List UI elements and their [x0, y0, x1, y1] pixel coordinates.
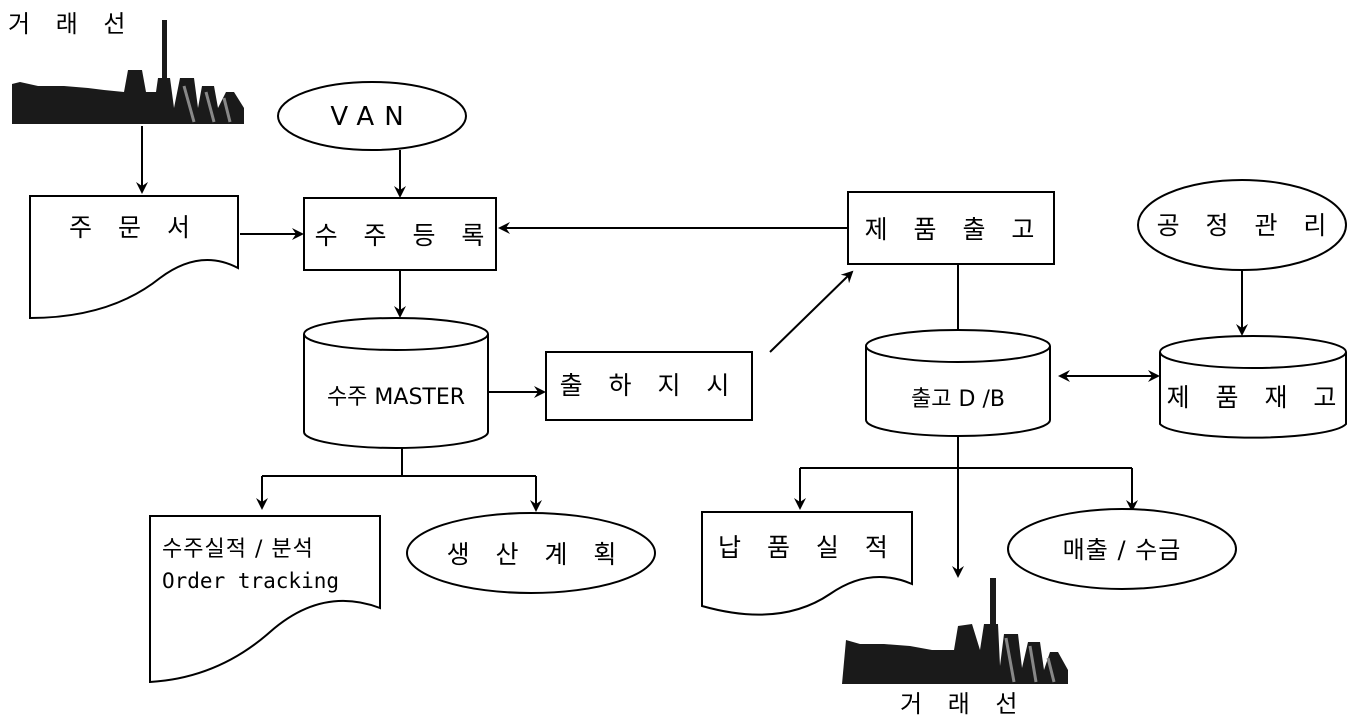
delivery-results-label: 납 품 실 적: [718, 533, 897, 562]
bottom-partner-label: 거 래 선: [900, 690, 1027, 718]
delivery-results-document: 납 품 실 적: [701, 511, 913, 616]
order-form-document: 주 문 서: [29, 195, 239, 320]
factory-icon: [12, 20, 244, 124]
master-branch-connector: [256, 448, 542, 512]
sales-collection-node: 매출 / 수금: [1007, 508, 1237, 590]
arrow-shipment-to-release: [769, 270, 854, 353]
order-registration-label: 수 주 등 록: [315, 221, 494, 250]
sales-collection-label: 매출 / 수금: [1063, 536, 1182, 564]
order-results-document: 수주실적 / 분석 Order tracking: [149, 515, 381, 684]
van-label: VAN: [330, 102, 413, 132]
product-inventory-label: 제 품 재 고: [1167, 383, 1346, 412]
product-release-process: 제 품 출 고: [847, 191, 1055, 265]
product-release-label: 제 품 출 고: [865, 215, 1044, 244]
production-plan-label: 생 산 계 획: [447, 540, 626, 569]
db-branch-connector: [794, 432, 1138, 578]
release-db-database: 출고 D /B: [865, 329, 1051, 437]
shipment-instruction-label: 출 하 지 시: [560, 371, 739, 400]
order-results-label-line2: Order tracking: [162, 569, 339, 593]
factory-icon: [842, 578, 1068, 684]
production-plan-node: 생 산 계 획: [406, 512, 656, 594]
order-results-label-line1: 수주실적 / 분석: [162, 537, 314, 562]
order-master-label: 수주 MASTER: [327, 385, 465, 410]
product-inventory-database: 제 품 재 고: [1159, 335, 1347, 439]
top-partner-label: 거 래 선: [8, 10, 135, 38]
van-node: VAN: [277, 81, 467, 151]
shipment-instruction-process: 출 하 지 시: [545, 351, 753, 421]
release-db-label: 출고 D /B: [911, 387, 1005, 412]
order-registration-process: 수 주 등 록: [303, 197, 497, 271]
process-management-label: 공 정 관 리: [1157, 211, 1336, 240]
process-management-node: 공 정 관 리: [1137, 179, 1347, 271]
order-form-label: 주 문 서: [69, 213, 199, 242]
order-master-database: 수주 MASTER: [303, 317, 489, 449]
